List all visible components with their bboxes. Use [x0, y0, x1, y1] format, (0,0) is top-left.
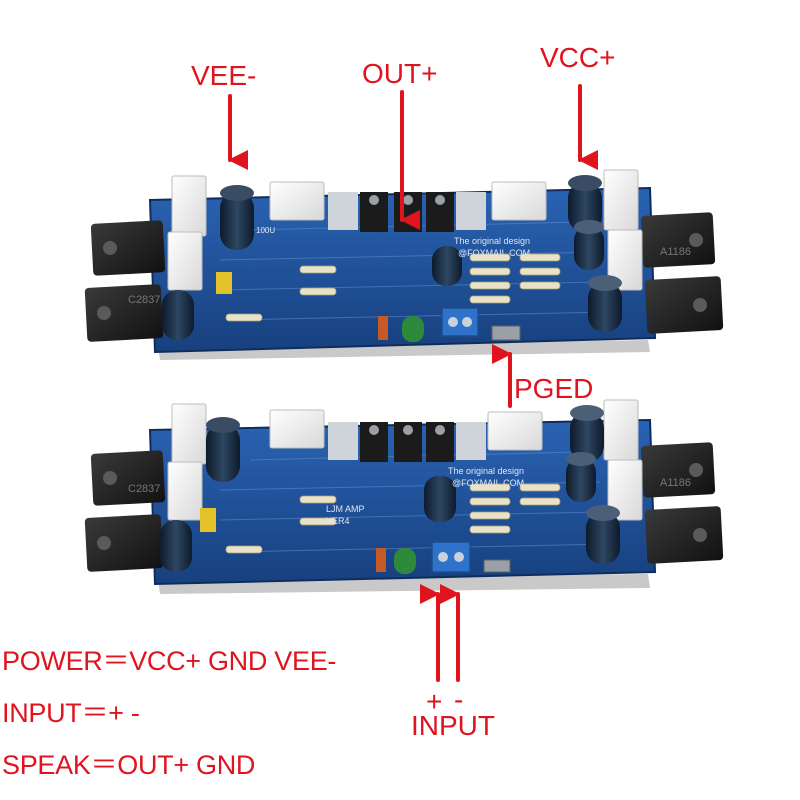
- bottom-input-terminal: [431, 541, 471, 573]
- bottom-right-transistors: A1186: [640, 442, 724, 564]
- input-label: INPUT: [411, 710, 495, 741]
- top-email-text: @FOXMAIL.COM: [458, 248, 530, 258]
- top-input-terminal: [441, 307, 479, 337]
- bottom-left-transistor-label: C2837: [128, 483, 160, 495]
- top-right-transistors: A1186: [640, 212, 724, 334]
- vcc-label: VCC+: [540, 42, 616, 73]
- vee-label: VEE-: [191, 60, 257, 91]
- bottom-left-transistors: C2837: [84, 450, 166, 572]
- bottom-email-text: @FOXMAIL.COM: [452, 478, 524, 488]
- top-left-transistors: C2837: [84, 220, 166, 342]
- out-label: OUT+: [362, 58, 438, 89]
- legend-power: POWER＝VCC+ GND VEE-: [2, 646, 337, 676]
- bottom-version-text: VER4: [326, 516, 350, 526]
- legend-input: INPUT＝+ -: [2, 698, 140, 728]
- bottom-designer-text: The original design: [448, 466, 524, 476]
- legend-speak: SPEAK＝OUT+ GND: [2, 750, 256, 780]
- bottom-right-transistor-label: A1186: [660, 477, 691, 489]
- bottom-model-text: LJM AMP: [326, 504, 365, 514]
- input-minus-label: -: [454, 684, 464, 715]
- pged-label: PGED: [514, 373, 594, 404]
- top-amplifier-board: C2837 A1186: [84, 169, 724, 360]
- top-left-transistor-label: C2837: [128, 294, 160, 306]
- bottom-amplifier-board: C2837 A1186: [84, 399, 724, 594]
- input-plus-label: +: [426, 686, 443, 717]
- top-pged-jumper: [491, 325, 521, 341]
- top-right-transistor-label: A1186: [660, 246, 691, 258]
- top-designer-text: The original design: [454, 236, 530, 246]
- top-cap-text: 100U: [256, 226, 275, 235]
